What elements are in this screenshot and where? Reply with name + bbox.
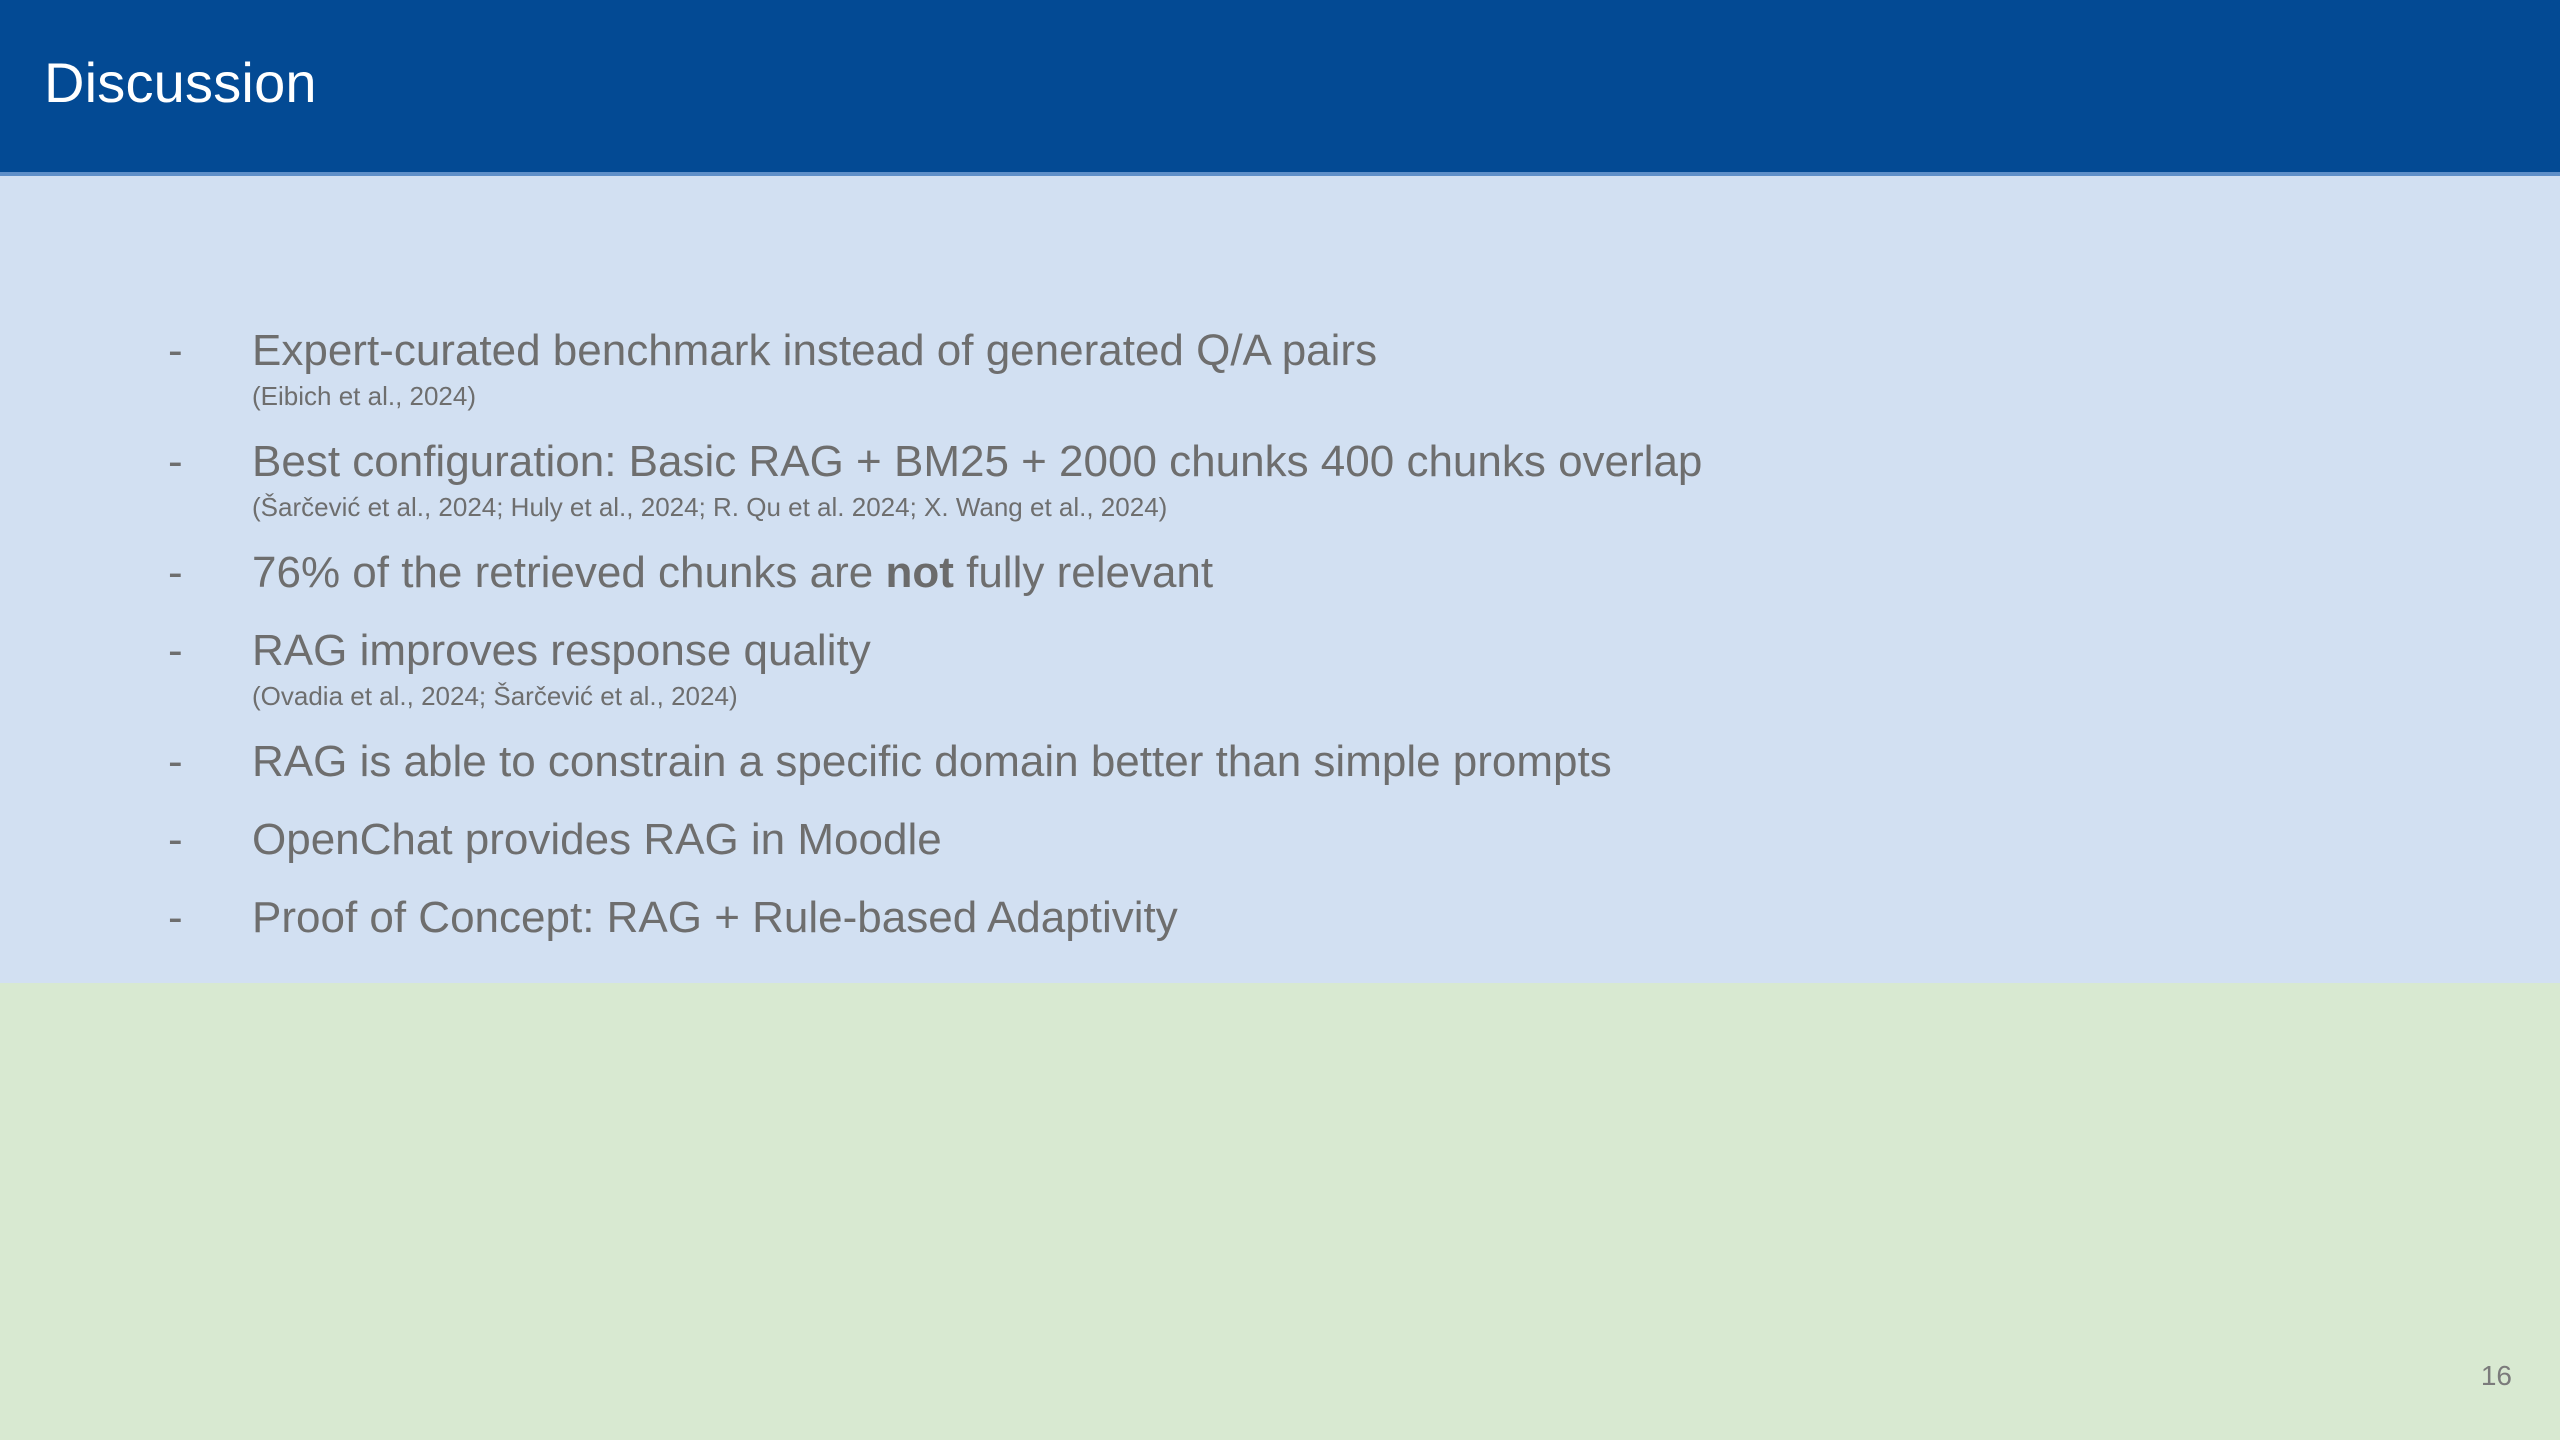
list-item-body: 76% of the retrieved chunks are not full… <box>252 547 2428 599</box>
list-item-citation: (Eibich et al., 2024) <box>252 380 477 411</box>
list-item-text-before: Proof of Concept: RAG + Rule-based Adapt… <box>252 892 1178 942</box>
bullet-marker-icon: - <box>168 548 183 597</box>
bullet-list: - Expert-curated benchmark instead of ge… <box>168 325 2428 970</box>
list-item: - Best configuration: Basic RAG + BM25 +… <box>168 436 2428 525</box>
list-item: - 76% of the retrieved chunks are not fu… <box>168 547 2428 599</box>
list-item-text: 76% of the retrieved chunks are not full… <box>252 547 2428 599</box>
list-item: - Expert-curated benchmark instead of ge… <box>168 325 2428 414</box>
bullet-marker-icon: - <box>168 437 183 486</box>
list-item-citation: (Ovadia et al., 2024; Šarčević et al., 2… <box>252 680 738 711</box>
list-item-text: Expert-curated benchmark instead of gene… <box>252 325 2428 377</box>
bullet-marker-icon: - <box>168 814 183 864</box>
list-item-text-before: OpenChat provides RAG in Moodle <box>252 814 942 864</box>
list-item-text-before: RAG is able to constrain a specific doma… <box>252 736 1612 786</box>
header-divider <box>0 172 2560 176</box>
list-item-body: Expert-curated benchmark instead of gene… <box>252 325 2428 414</box>
page-title: Discussion <box>44 51 317 114</box>
bullet-marker-icon: - <box>168 892 183 942</box>
list-item: - RAG is able to constrain a specific do… <box>168 736 2428 788</box>
bullet-marker-icon: - <box>168 736 183 786</box>
list-item: - RAG improves response quality (Ovadia … <box>168 625 2428 714</box>
list-item-text: RAG improves response quality <box>252 625 2428 677</box>
list-item-text-before: RAG improves response quality <box>252 625 871 675</box>
slide-header: Discussion <box>0 0 2560 172</box>
list-item: - OpenChat provides RAG in Moodle <box>168 814 2428 866</box>
list-item-citation: (Šarčević et al., 2024; Huly et al., 202… <box>252 491 1168 522</box>
list-item-text-after: fully relevant <box>953 548 1214 597</box>
list-item-body: Proof of Concept: RAG + Rule-based Adapt… <box>252 892 2428 944</box>
page-number: 16 <box>2480 1360 2512 1391</box>
list-item-emphasis: not <box>885 548 954 597</box>
list-item-text: OpenChat provides RAG in Moodle <box>252 814 2428 866</box>
bullet-marker-icon: - <box>168 326 183 375</box>
list-item-text-before: Expert-curated benchmark instead of gene… <box>252 326 1378 375</box>
list-item-body: Best configuration: Basic RAG + BM25 + 2… <box>252 436 2428 525</box>
background-band-blue <box>0 175 2560 983</box>
list-item-text: Best configuration: Basic RAG + BM25 + 2… <box>252 436 2428 488</box>
list-item-body: RAG improves response quality (Ovadia et… <box>252 625 2428 714</box>
list-item-text-before: Best configuration: Basic RAG + BM25 + 2… <box>252 437 1703 486</box>
list-item-text-before: 76% of the retrieved chunks are <box>252 548 886 597</box>
list-item: - Proof of Concept: RAG + Rule-based Ada… <box>168 892 2428 944</box>
bullet-marker-icon: - <box>168 625 183 675</box>
list-item-body: RAG is able to constrain a specific doma… <box>252 736 2428 788</box>
list-item-body: OpenChat provides RAG in Moodle <box>252 814 2428 866</box>
list-item-text: RAG is able to constrain a specific doma… <box>252 736 2428 788</box>
background-band-green <box>0 983 2560 1440</box>
list-item-text: Proof of Concept: RAG + Rule-based Adapt… <box>252 892 2428 944</box>
